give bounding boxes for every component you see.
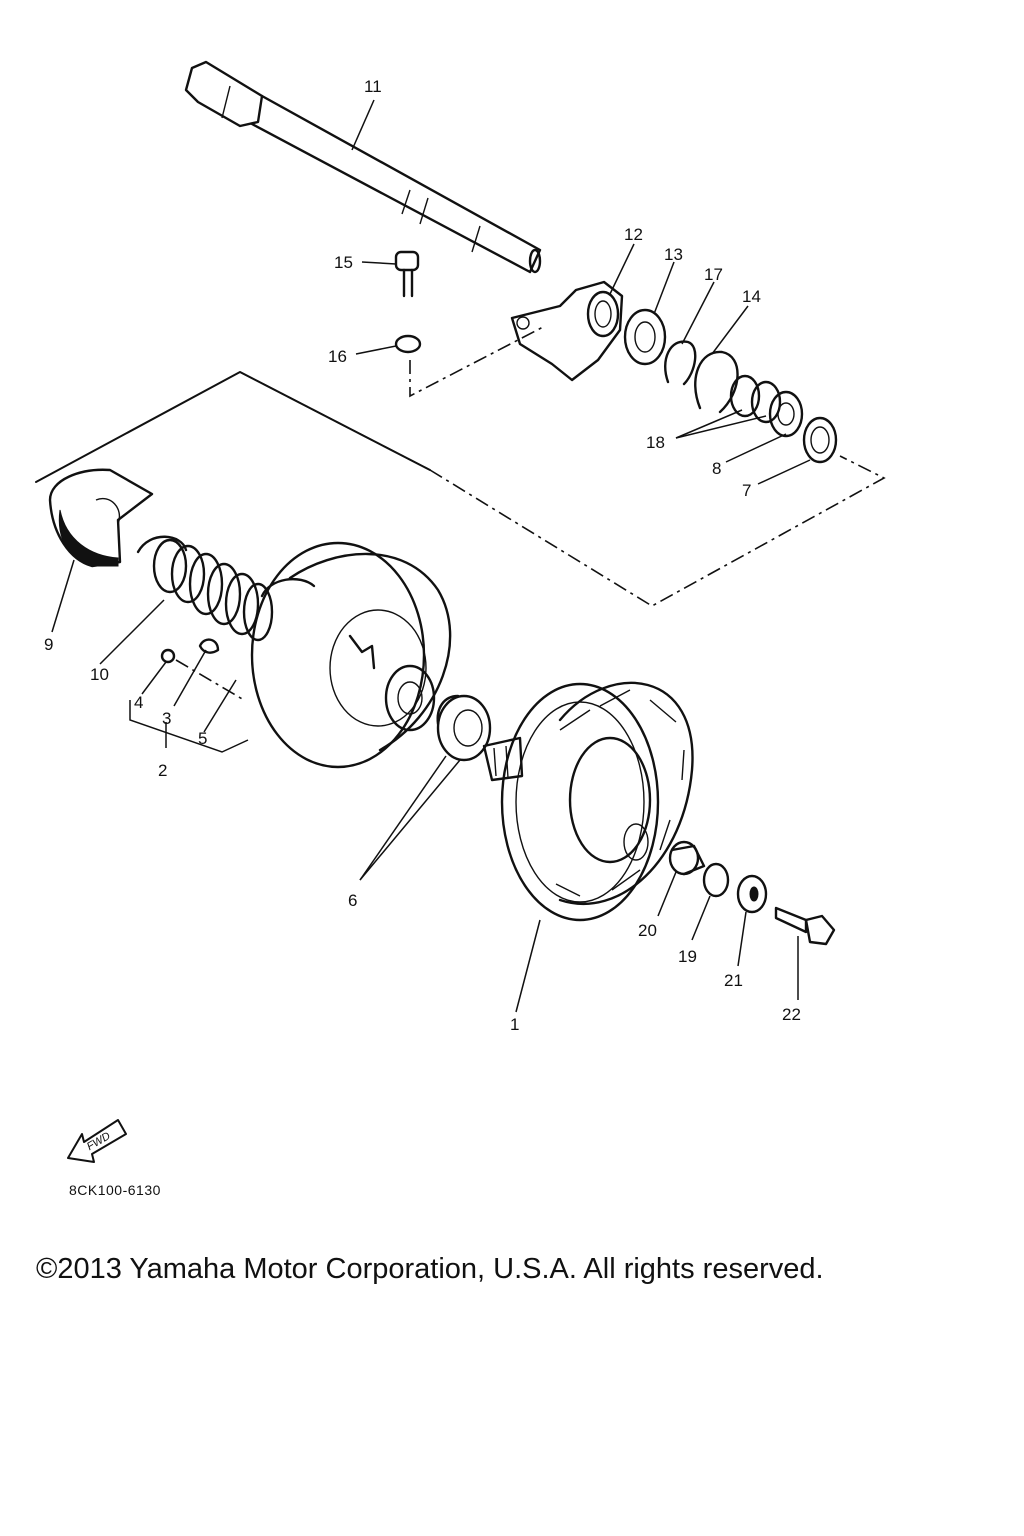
assembly-outline	[35, 371, 431, 483]
part-washer-19	[702, 862, 730, 898]
part-bolt-15	[394, 250, 420, 298]
part-collar-20	[668, 840, 706, 876]
part-spring-10	[136, 535, 274, 642]
callout-1: 1	[510, 1015, 519, 1034]
callout-9: 9	[44, 635, 53, 654]
callout-14: 14	[742, 287, 761, 306]
part-spacers-18	[729, 374, 804, 438]
callout-19: 19	[678, 947, 697, 966]
callout-6: 6	[348, 891, 357, 910]
part-slider-6	[436, 694, 492, 762]
part-washer-7	[802, 416, 838, 464]
callout-2: 2	[158, 761, 167, 780]
callout-labels: 11 15 16 12 13 17 14 18 8 7 9 10 4 3 5 2…	[44, 77, 801, 1034]
callout-8: 8	[712, 459, 721, 478]
fwd-arrow-icon: FWD	[67, 1119, 127, 1163]
callout-21: 21	[724, 971, 743, 990]
part-washer-16	[394, 334, 422, 354]
assembly-axis	[429, 455, 886, 607]
callout-7: 7	[742, 481, 751, 500]
callout-12: 12	[624, 225, 643, 244]
part-snap-ring-17	[664, 340, 697, 386]
callout-3: 3	[162, 709, 171, 728]
callout-16: 16	[328, 347, 347, 366]
callout-15: 15	[334, 253, 353, 272]
callout-5: 5	[198, 729, 207, 748]
callout-17: 17	[704, 265, 723, 284]
centerline-hardware	[175, 659, 245, 701]
part-movable-sheave	[250, 541, 452, 769]
part-circlip-14	[694, 350, 739, 414]
callout-18: 18	[646, 433, 665, 452]
diagram-code: 8CK100-6130	[69, 1182, 161, 1198]
part-bolt-22	[774, 906, 836, 946]
part-bearing-housing	[510, 280, 624, 382]
callout-13: 13	[664, 245, 683, 264]
part-screw-4	[160, 648, 176, 664]
callout-20: 20	[638, 921, 657, 940]
part-button-3	[198, 638, 220, 654]
part-cam-9	[48, 468, 154, 568]
part-washer-21	[736, 874, 768, 914]
centerline-bolt	[409, 325, 546, 398]
callout-11: 11	[364, 77, 382, 96]
leader-lines	[51, 99, 811, 1013]
part-shaft	[184, 60, 542, 274]
callout-22: 22	[782, 1005, 801, 1024]
callout-4: 4	[134, 693, 143, 712]
part-fixed-sheave	[482, 681, 694, 922]
part-bearing	[623, 308, 667, 366]
callout-10: 10	[90, 665, 109, 684]
copyright-notice: ©2013 Yamaha Motor Corporation, U.S.A. A…	[36, 1253, 824, 1285]
